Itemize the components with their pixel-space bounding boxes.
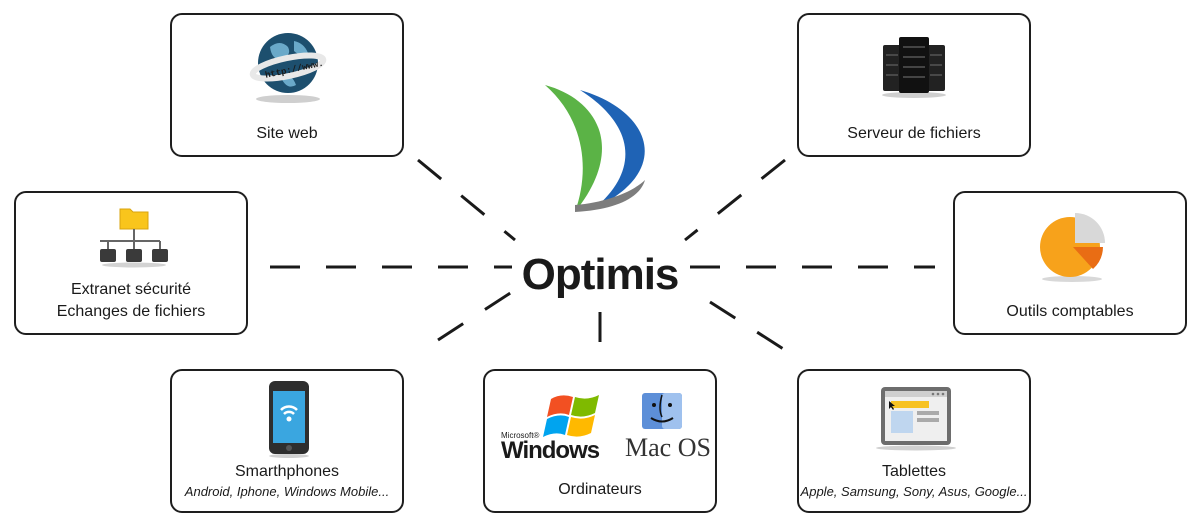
optimis-logo-icon bbox=[545, 85, 645, 212]
node-label-line1: Extranet sécurité bbox=[70, 281, 192, 298]
smartphone-icon bbox=[269, 381, 309, 458]
node-tablettes: Tablettes Apple, Samsung, Sony, Asus, Go… bbox=[797, 369, 1031, 513]
node-label: Serveur de fichiers bbox=[847, 125, 981, 142]
globe-icon: http://www. bbox=[249, 33, 327, 103]
node-smartphones: Smarthphones Android, Iphone, Windows Mo… bbox=[170, 369, 404, 513]
windows-microsoft-text: Microsoft® bbox=[501, 431, 540, 440]
node-sublabel: Android, Iphone, Windows Mobile... bbox=[184, 484, 390, 499]
center-title: Optimis bbox=[521, 250, 680, 299]
node-extranet: Extranet sécurité Echanges de fichiers bbox=[14, 191, 248, 335]
node-ordinateurs: Microsoft® Windows Mac OS Ordinateurs bbox=[483, 369, 717, 513]
server-icon bbox=[882, 37, 946, 98]
tablet-icon bbox=[876, 387, 956, 451]
node-label: Ordinateurs bbox=[558, 481, 642, 498]
node-sublabel: Apple, Samsung, Sony, Asus, Google... bbox=[800, 484, 1028, 499]
node-serveur-de-fichiers: Serveur de fichiers bbox=[797, 13, 1031, 157]
mac-os-text: Mac OS bbox=[625, 433, 711, 462]
node-label: Tablettes bbox=[881, 463, 947, 480]
node-label: Outils comptables bbox=[1006, 303, 1134, 320]
node-site-web: http://www. Site web bbox=[170, 13, 404, 157]
node-label: Site web bbox=[256, 125, 318, 142]
folder-network-icon bbox=[100, 208, 168, 268]
windows-text: Windows bbox=[501, 437, 600, 464]
pie-chart-icon bbox=[1040, 213, 1105, 282]
node-label-line2: Echanges de fichiers bbox=[56, 303, 206, 320]
windows-logo-icon bbox=[543, 395, 599, 437]
node-label: Smarthphones bbox=[234, 463, 340, 480]
node-outils-comptables: Outils comptables bbox=[953, 191, 1187, 335]
mac-finder-icon bbox=[642, 393, 682, 429]
